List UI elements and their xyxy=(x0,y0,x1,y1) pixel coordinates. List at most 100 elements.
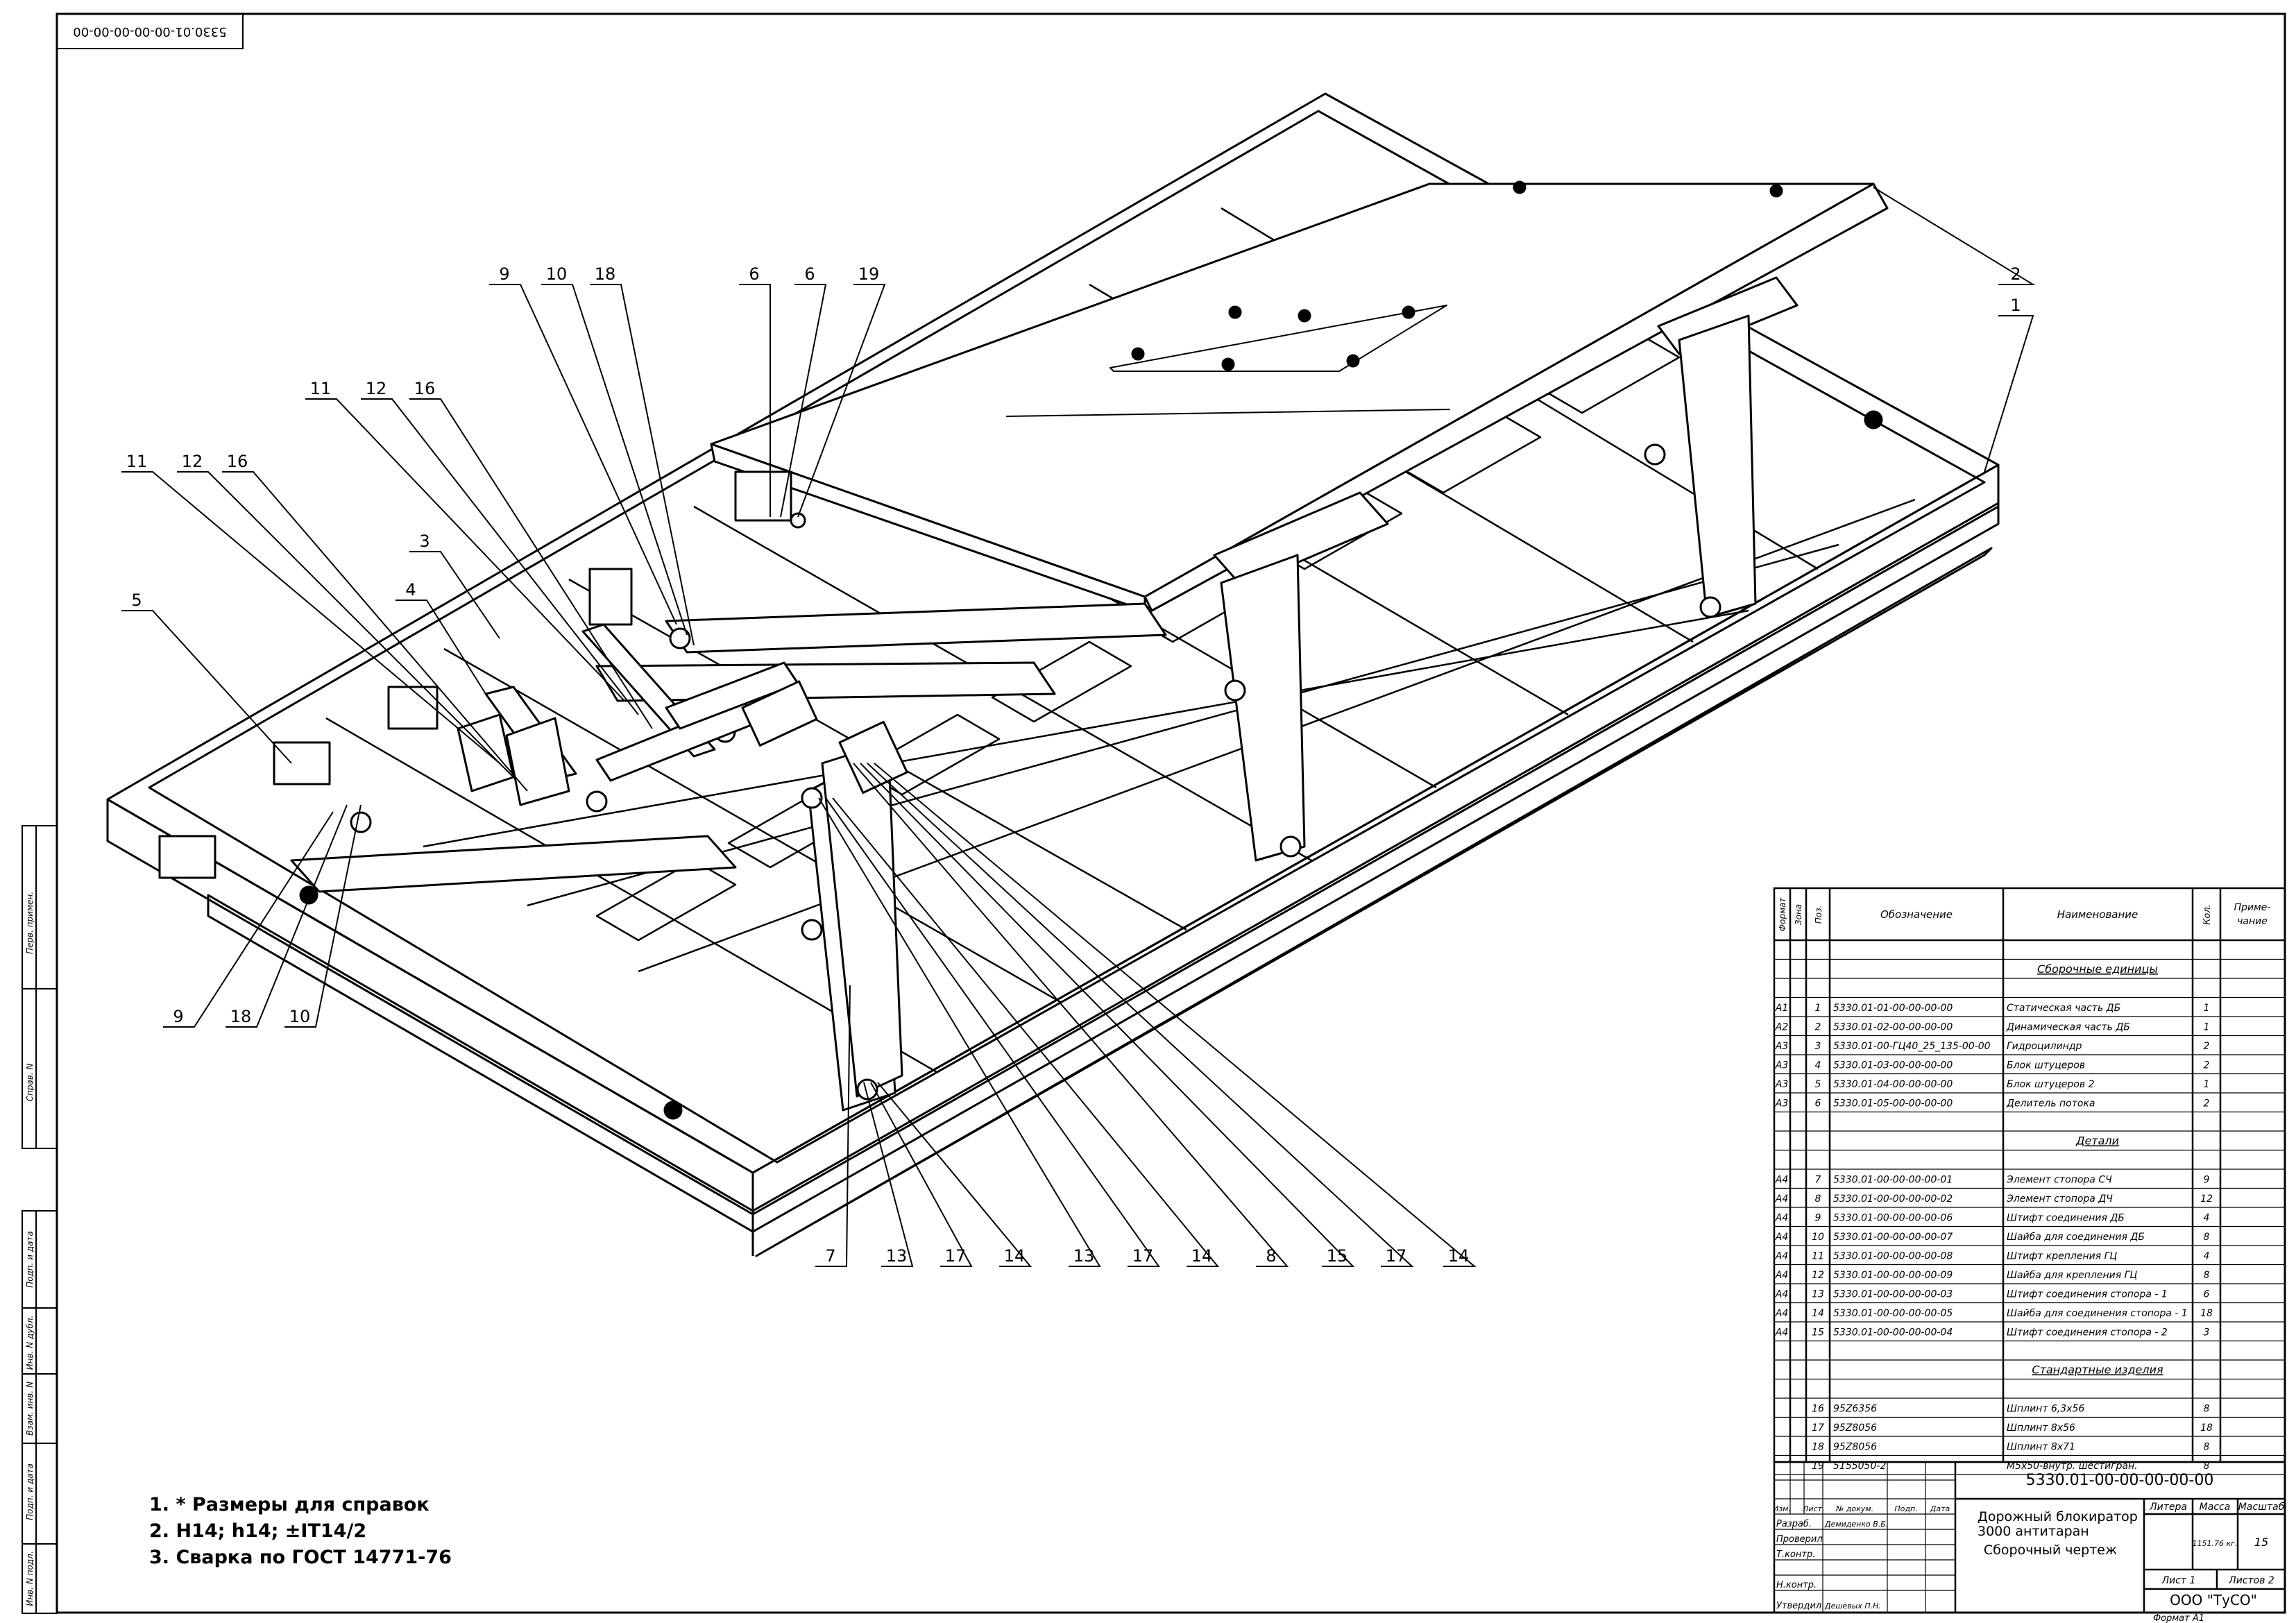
spec-name: Делитель потока xyxy=(2006,1098,2095,1110)
spec-qty: 8 xyxy=(2204,1404,2210,1415)
mass-label: Масса xyxy=(2200,1502,2231,1513)
spec-pos: 15 xyxy=(1812,1327,1824,1339)
hydraulic-cylinders xyxy=(457,661,908,806)
spec-qty: 4 xyxy=(2204,1213,2210,1224)
spec-name: Элемент стопора ДЧ xyxy=(2006,1193,2113,1205)
spec-designation: 5330.01-00-ГЦ40_25_135-00-00 xyxy=(1833,1041,1991,1052)
side-label-1: Перв. примен. xyxy=(25,892,35,954)
col-docnum: № докум. xyxy=(1835,1504,1873,1513)
spec-qty: 2 xyxy=(2204,1060,2210,1071)
spec-format: A4 xyxy=(1775,1213,1788,1224)
spec-format: A3 xyxy=(1775,1041,1788,1052)
callout-17-a: 17 xyxy=(945,1246,967,1266)
spec-designation: 95Z8056 xyxy=(1833,1442,1877,1453)
callout-10-top: 10 xyxy=(546,264,568,284)
spec-designation: 5330.01-00-00-00-00-07 xyxy=(1833,1232,1953,1243)
spec-pos: 8 xyxy=(1815,1193,1821,1205)
spec-qty: 18 xyxy=(2200,1422,2213,1434)
spec-qty: 1 xyxy=(2204,1079,2210,1090)
col-izm: Изм. xyxy=(1773,1504,1791,1513)
callout-16-a: 16 xyxy=(414,379,436,398)
name-developer: Демиденко В.Б. xyxy=(1824,1520,1888,1529)
sheets-label: Листов 2 xyxy=(2228,1575,2274,1586)
spec-section-title: Стандартные изделия xyxy=(2032,1363,2163,1377)
callout-15: 15 xyxy=(1327,1246,1348,1266)
spec-pos: 10 xyxy=(1812,1232,1824,1243)
spec-qty: 18 xyxy=(2200,1308,2213,1319)
header-note-2: чание xyxy=(2237,916,2268,927)
spec-qty: 8 xyxy=(2204,1442,2210,1453)
callout-7: 7 xyxy=(825,1246,835,1266)
spec-name: Шайба для крепления ГЦ xyxy=(2007,1270,2137,1281)
format-label: Формат A1 xyxy=(2153,1613,2204,1623)
spec-section-title: Сборочные единицы xyxy=(2037,962,2158,976)
spec-pos: 17 xyxy=(1812,1422,1824,1434)
side-label-2: Справ. N xyxy=(25,1064,35,1102)
callout-2: 2 xyxy=(2010,264,2021,284)
spec-pos: 6 xyxy=(1815,1098,1821,1110)
spec-pos: 5 xyxy=(1815,1079,1821,1090)
spec-name: Штифт крепления ГЦ xyxy=(2007,1251,2117,1262)
callout-labels: 9 10 18 6 6 19 2 1 11 12 16 11 12 16 3 4… xyxy=(126,264,2021,1266)
callout-14-b: 14 xyxy=(1191,1246,1213,1266)
organization: ООО "ТуСО" xyxy=(2170,1592,2257,1608)
spec-pos: 16 xyxy=(1812,1404,1824,1415)
spec-pos: 7 xyxy=(1815,1175,1821,1186)
spec-format: A4 xyxy=(1775,1289,1788,1300)
spec-name: Блок штуцеров 2 xyxy=(2007,1079,2095,1090)
spec-pos: 1 xyxy=(1815,1003,1821,1014)
col-list: Лист xyxy=(1802,1504,1822,1513)
spec-designation: 5330.01-00-00-00-00-01 xyxy=(1833,1175,1953,1186)
role-developer: Разраб. xyxy=(1776,1519,1812,1529)
header-designation: Обозначение xyxy=(1880,908,1953,921)
spec-qty: 3 xyxy=(2204,1327,2210,1339)
callout-16-b: 16 xyxy=(227,452,248,471)
spec-name: Статическая часть ДБ xyxy=(2007,1003,2120,1014)
callout-17-c: 17 xyxy=(1386,1246,1407,1266)
spec-format: A1 xyxy=(1775,1003,1788,1014)
callout-13-b: 13 xyxy=(1073,1246,1095,1266)
side-labels: Перв. примен. Справ. N Подп. и дата Инв.… xyxy=(25,892,35,1606)
spec-name: Шайба для соединения стопора - 1 xyxy=(2007,1308,2188,1319)
spec-pos: 14 xyxy=(1812,1308,1824,1319)
spec-pos: 4 xyxy=(1815,1060,1821,1071)
header-pos: Поз. xyxy=(1814,906,1823,924)
spec-format: A3 xyxy=(1775,1060,1788,1071)
spec-pos: 11 xyxy=(1812,1251,1824,1262)
role-checker: Проверил xyxy=(1776,1534,1823,1545)
header-format: Формат xyxy=(1778,897,1787,932)
side-label-5: Взам. инв. N xyxy=(25,1382,35,1436)
scale-label: Масштаб xyxy=(2238,1502,2285,1513)
spec-designation: 5330.01-01-00-00-00-00 xyxy=(1833,1003,1953,1014)
spec-name: Блок штуцеров xyxy=(2007,1060,2085,1071)
spec-qty: 8 xyxy=(2204,1232,2210,1243)
spec-format: A3 xyxy=(1775,1079,1788,1090)
spec-format: A4 xyxy=(1775,1251,1788,1262)
spec-name: Штифт соединения ДБ xyxy=(2007,1213,2125,1224)
spec-format: A4 xyxy=(1775,1308,1788,1319)
callout-14-a: 14 xyxy=(1004,1246,1026,1266)
header-qty: Кол. xyxy=(2202,904,2213,925)
spec-qty: 2 xyxy=(2204,1041,2210,1052)
col-sign: Подп. xyxy=(1894,1504,1917,1513)
header-zone: Зона xyxy=(1794,904,1803,925)
title-line2: 3000 антитаран xyxy=(1978,1524,2089,1539)
spec-pos: 2 xyxy=(1815,1022,1821,1033)
spec-qty: 9 xyxy=(2204,1175,2210,1186)
callout-12-a: 12 xyxy=(366,379,387,398)
role-tcontrol: Т.контр. xyxy=(1776,1549,1815,1560)
spec-designation: 95Z6356 xyxy=(1833,1404,1877,1415)
spec-qty: 12 xyxy=(2200,1193,2213,1205)
spec-pos: 18 xyxy=(1812,1442,1824,1453)
spec-name: Элемент стопора СЧ xyxy=(2006,1175,2112,1186)
spec-designation: 5330.01-03-00-00-00-00 xyxy=(1833,1060,1953,1071)
title-line1: Дорожный блокиратор xyxy=(1978,1509,2138,1524)
sheet-label: Лист 1 xyxy=(2161,1575,2196,1586)
note-2: 2. H14; h14; ±IT14/2 xyxy=(149,1520,367,1542)
spec-name: Штифт соединения стопора - 2 xyxy=(2007,1327,2168,1339)
spec-pos: 13 xyxy=(1812,1289,1824,1300)
spec-section-title: Детали xyxy=(2075,1135,2119,1148)
side-stamp xyxy=(22,825,58,1614)
spec-designation: 5330.01-00-00-00-00-09 xyxy=(1833,1270,1953,1281)
side-label-4: Инв. N дубл. xyxy=(25,1316,35,1370)
